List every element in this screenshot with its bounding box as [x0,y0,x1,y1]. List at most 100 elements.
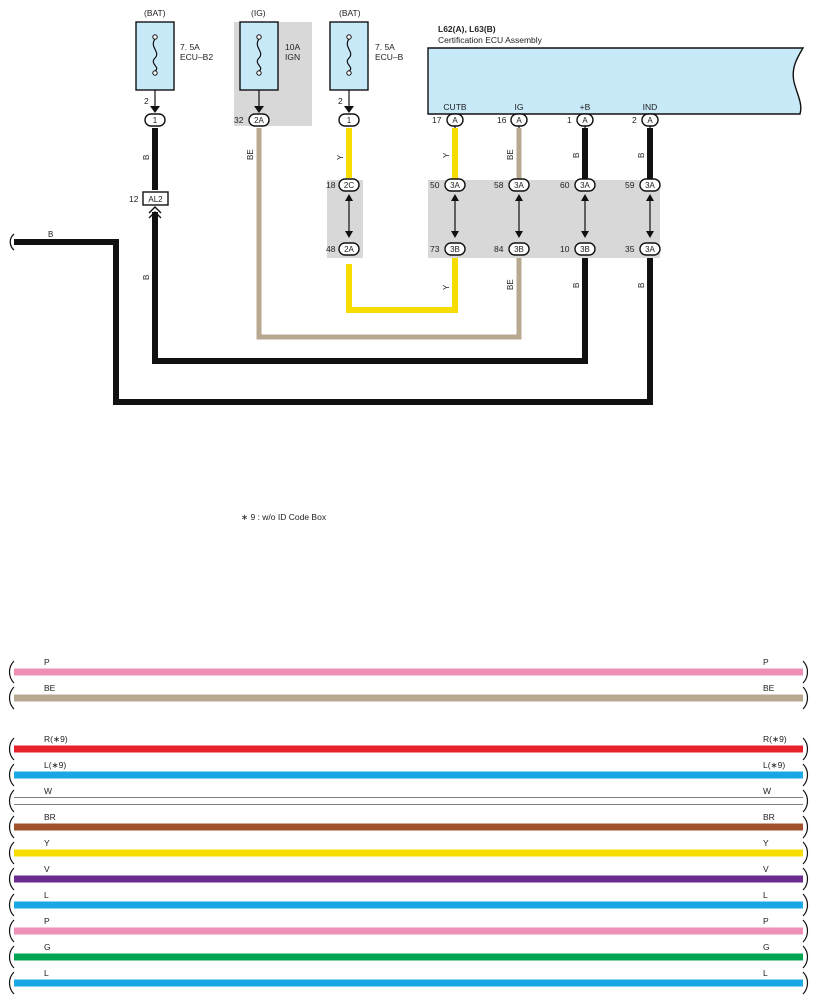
svg-text:1: 1 [153,116,158,125]
junction-lower-pin-73: 73 [430,244,440,254]
fuse2-rating: 10A [285,42,300,52]
junction-upper-cutb: 3A [444,178,466,192]
legend-label-right: BE [763,683,775,693]
ecu-terminal-cutb: CUTB [443,102,466,112]
svg-text:A: A [516,116,522,125]
wire-label-b-4: B [142,275,151,280]
arrow-down-4 [646,231,654,238]
arrow-up-0 [345,194,353,201]
ecu-terminal-ind: IND [643,102,658,112]
wire-label-y-1: Y [336,154,345,160]
svg-text:3A: 3A [645,245,655,254]
ecu-connector-ig: A [510,113,528,127]
arrowhead-ecu-b [344,106,354,113]
wire-label-y-3: Y [442,284,451,290]
wire-be [256,128,522,340]
svg-text:A: A [647,116,653,125]
legend-label-right: P [763,657,769,667]
wire-label-b-5: B [572,283,581,288]
legend-label-left: L [44,890,49,900]
arrow-up-2 [515,194,523,201]
wire-label-be-3: BE [506,279,515,290]
fuse2-pin: 32 [234,115,244,125]
fuse1-name: ECU–B2 [180,52,213,62]
arrow-up-4 [646,194,654,201]
legend-row-2-1: L(∗9)L(∗9) [8,760,809,787]
legend-label-left: Y [44,838,50,848]
fuse1-rating: 7. 5A [180,42,200,52]
ecu-pin-ind: 2 [632,115,637,125]
fuse1-source: (BAT) [144,8,166,18]
junction-block-right-gray [428,180,660,258]
al2-pin: 12 [129,194,139,204]
svg-text:2C: 2C [344,181,354,190]
wire-b-ecu-b2 [152,128,588,364]
fuse3-pin: 2 [338,96,343,106]
legend-label-right: G [763,942,770,952]
legend-label-right: Y [763,838,769,848]
legend-label-left: V [44,864,50,874]
fuse2-name: IGN [285,52,300,62]
junction-upper-pin-60: 60 [560,180,570,190]
wire-label-y-2: Y [442,152,451,158]
arrow-up-1 [451,194,459,201]
junction-lower-pin-84: 84 [494,244,504,254]
connector-ecu-b2: 1 [144,113,166,127]
arrowhead-ecu-b2 [150,106,160,113]
svg-text:AL2: AL2 [148,195,163,204]
junction-upper-b: 3A [574,178,596,192]
svg-text:3A: 3A [450,181,460,190]
legend-label-right: L [763,968,768,978]
legend-label-left: R(∗9) [44,734,68,744]
wire-label-b-2: B [572,153,581,158]
svg-text:2A: 2A [344,245,354,254]
legend-label-right: W [763,786,771,796]
legend-label-right: V [763,864,769,874]
ecu-connector-cutb: A [446,113,464,127]
wire-label-be-1: BE [246,149,255,160]
wire-label-b-1: B [142,155,151,160]
arrow-down-3 [581,231,589,238]
svg-text:3A: 3A [580,181,590,190]
svg-text:1: 1 [347,116,352,125]
ecu-pin-b: 1 [567,115,572,125]
legend-label-left: BE [44,683,56,693]
junction-upper-pin-50: 50 [430,180,440,190]
legend-row-2-0: R(∗9) R(∗9) [8,734,809,761]
fuse3-rating: 7. 5A [375,42,395,52]
junction-lower-cutb: 3B [444,242,466,256]
svg-text:2A: 2A [254,116,264,125]
arrow-up-3 [581,194,589,201]
arrow-down-2 [515,231,523,238]
junction-arrows [345,194,654,238]
svg-text:A: A [452,116,458,125]
junction-upper-2c: 2C [338,178,360,192]
connector-al2: AL2 [142,191,169,219]
connector-ign: 2A [248,113,270,127]
legend-label-left: L [44,968,49,978]
arrowhead-ign [254,106,264,113]
junction-lower-pin-35: 35 [625,244,635,254]
legend-label-right: L [763,890,768,900]
legend-label-left: W [44,786,52,796]
fuse-ecu-b2 [135,21,175,91]
arrow-down-1 [451,231,459,238]
wire-label-be-2: BE [506,149,515,160]
wire-label-b-3: B [637,153,646,158]
legend-label-right: L(∗9) [763,760,785,770]
fuse-ecu-b [329,21,369,91]
svg-text:3B: 3B [580,245,590,254]
legend-label-left: P [44,657,50,667]
legend-label-right: R(∗9) [763,734,787,744]
junction-lower-b: 3B [574,242,596,256]
junction-lower-2a: 2A [338,242,360,256]
ecu-terminal-b: +B [580,102,591,112]
junction-lower-ind: 3A [639,242,661,256]
